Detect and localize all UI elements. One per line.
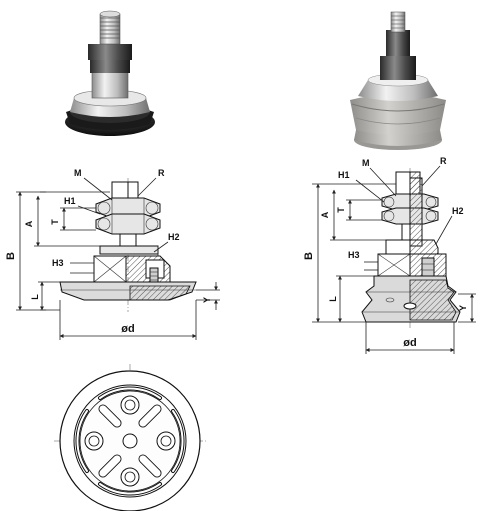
left-label-a: A [24,220,34,227]
grey-hex-nut [380,56,416,80]
left-label-h2: H2 [168,232,180,242]
grey-thread-stud [390,11,406,33]
mounting-holes [84,395,176,487]
right-label-h2: H2 [452,206,464,216]
hex-nut-upper [88,44,132,60]
right-label-a: A [320,211,330,218]
left-label-r: R [158,168,165,178]
adapter-body [91,71,129,99]
grey-upper-nut [386,30,410,56]
left-label-m: M [74,168,82,178]
left-label-od: ød [121,323,134,335]
right-label-r: R [440,156,447,166]
right-label-h3: H3 [348,250,360,260]
thread-stud [99,13,121,45]
left-label-l: L [30,294,40,300]
photo-black-suction-cup [65,10,155,136]
photo-grey-bellows-cup [350,11,446,150]
right-label-od: ød [403,337,416,349]
bottom-view-pad-face [54,364,206,511]
grey-pad-holder [358,80,438,101]
left-label-h3: H3 [52,258,64,268]
right-label-l: L [328,296,338,302]
central-vacuum-port [122,433,138,449]
right-label-b: B [303,252,315,260]
right-label-t: T [336,207,346,213]
right-section-drawing: B A T L Y ød M R H1 H2 H3 [303,156,476,354]
left-section-drawing: B A T L Y ød M R H1 H2 [5,168,220,340]
left-label-h1: H1 [64,196,76,206]
right-tube-section [409,177,423,247]
right-label-m: M [362,158,370,168]
diagonal-ribs [98,404,162,478]
hex-nut-lower [90,60,130,73]
left-label-t: T [50,219,60,225]
left-label-y: Y [202,297,212,303]
left-flange [99,245,159,255]
left-hex-nut-lower [95,213,161,235]
right-label-y: Y [458,305,468,311]
right-label-h1: H1 [338,170,350,180]
grey-bellows-fold [350,94,446,135]
left-label-b: B [5,252,17,260]
